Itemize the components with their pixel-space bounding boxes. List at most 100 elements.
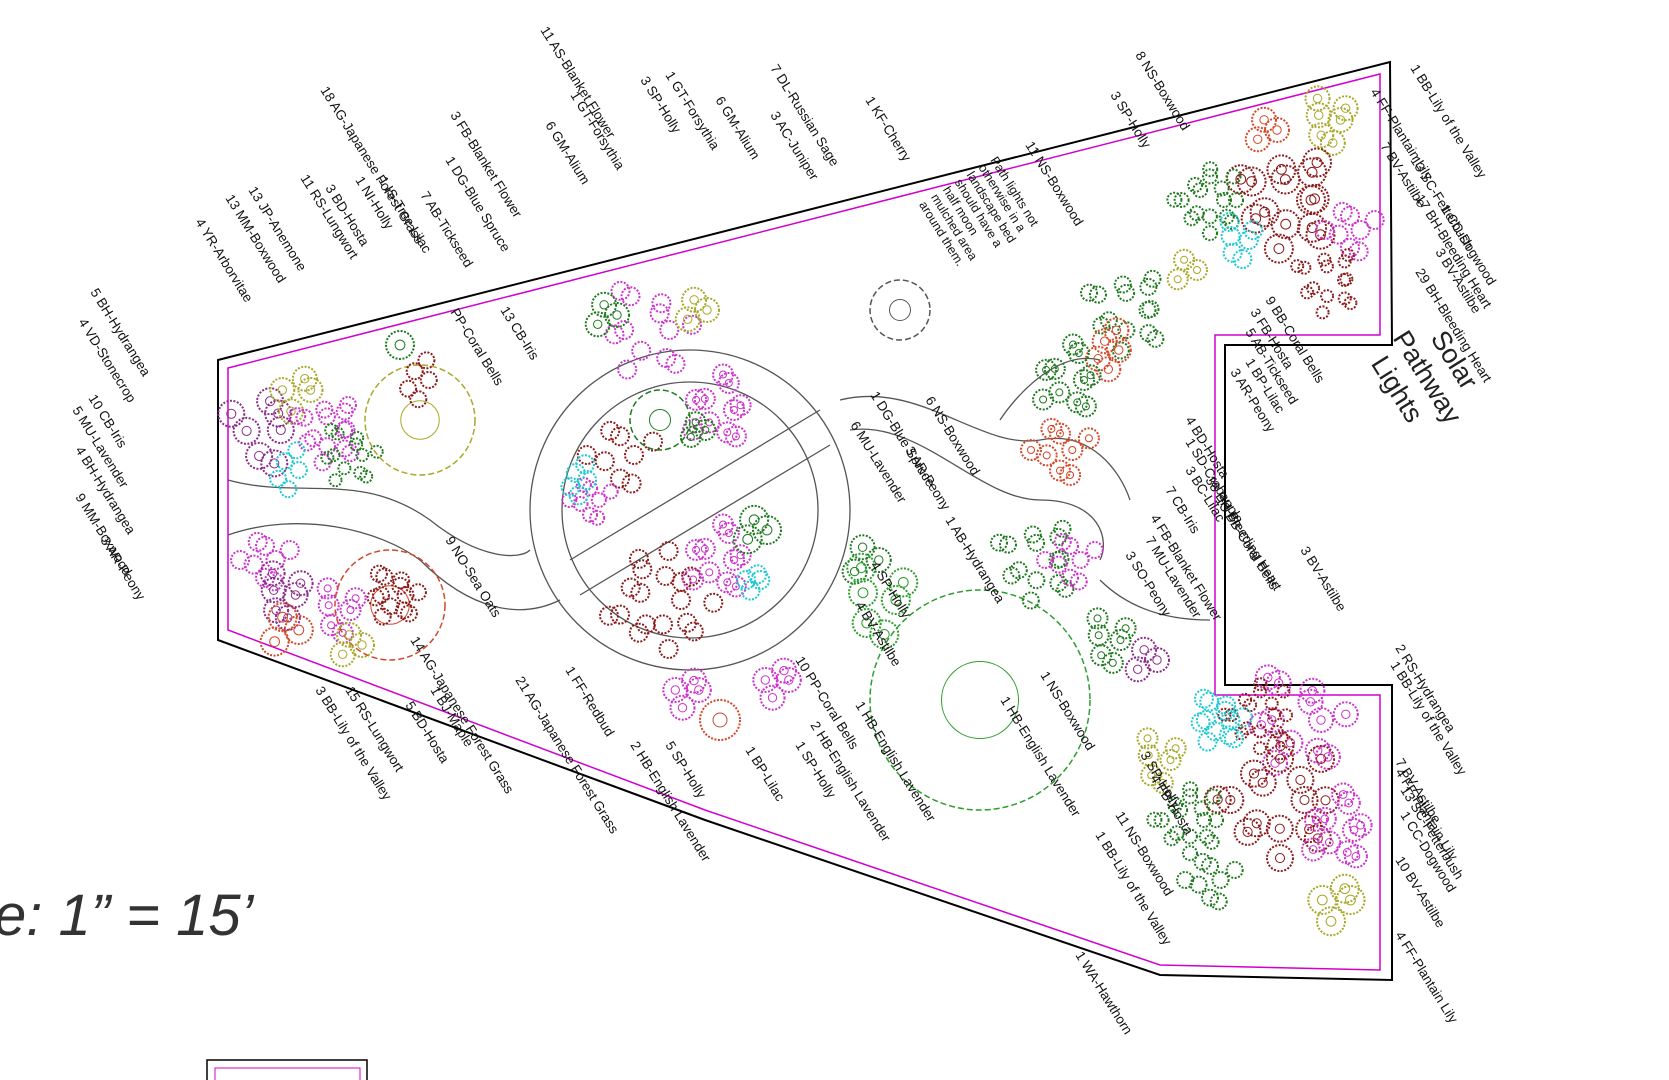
plant-symbol-433 <box>1164 737 1187 760</box>
plant-symbol-center-183 <box>760 675 770 685</box>
plant-symbol-center-298 <box>1042 451 1051 460</box>
plant-symbol-center-334 <box>1316 715 1326 725</box>
plant-symbol-356 <box>1243 698 1258 713</box>
plant-symbol-72 <box>334 549 446 661</box>
plant-symbol-17 <box>304 429 323 448</box>
plant-symbol-38 <box>330 426 345 441</box>
plant-symbol-center-217 <box>1306 166 1318 178</box>
plant-symbol-171 <box>739 504 770 535</box>
plant-symbol-332 <box>1124 656 1151 683</box>
plant-symbol-272 <box>1099 311 1118 330</box>
plant-symbol-324 <box>1085 541 1104 559</box>
plant-symbol-127 <box>629 389 691 451</box>
plant-symbol-center-383 <box>1248 768 1260 779</box>
plant-symbols <box>217 85 1385 937</box>
plant-symbol-center-326 <box>1108 658 1117 667</box>
plant-symbol-center-379 <box>1242 826 1253 837</box>
plant-symbol-98 <box>649 303 670 324</box>
plant-symbol-322 <box>1053 532 1072 551</box>
plant-symbol-164 <box>685 538 708 561</box>
plant-symbol-21 <box>317 407 336 426</box>
plant-symbol-center-68 <box>327 621 336 630</box>
plant-symbol-111 <box>600 420 621 441</box>
plant-symbol-145 <box>658 639 679 659</box>
plant-symbol-432 <box>1136 727 1159 750</box>
plant-symbol-154 <box>655 566 676 586</box>
plant-symbol-256 <box>1228 192 1244 209</box>
plant-symbol-122 <box>577 470 597 490</box>
plant-symbol-center-339 <box>1256 720 1267 730</box>
plant-symbol-366 <box>1197 731 1218 752</box>
plant-symbol-center-65 <box>277 611 289 623</box>
plant-symbol-40 <box>349 437 364 452</box>
plant-symbol-center-8 <box>286 406 296 416</box>
plant-symbol-196 <box>1327 107 1354 133</box>
plant-symbol-169 <box>752 515 782 545</box>
plant-symbol-center-195 <box>889 299 911 321</box>
plant-symbol-63 <box>283 615 314 645</box>
plant-symbol-128 <box>723 399 745 421</box>
plant-symbol-420 <box>1211 871 1230 889</box>
plant-symbol-208 <box>1270 209 1301 240</box>
plant-label: 13 CB-Iris <box>497 304 542 363</box>
plant-symbol-235 <box>1297 260 1312 275</box>
plant-symbol-center-401 <box>1325 915 1337 927</box>
plant-symbol-44 <box>409 390 428 409</box>
plant-symbol-center-335 <box>1323 752 1333 762</box>
plant-symbol-424 <box>1176 871 1195 889</box>
plant-symbol-274 <box>1089 285 1107 304</box>
plant-symbol-32 <box>353 465 368 480</box>
plant-symbol-center-71 <box>351 594 360 603</box>
plant-symbol-center-129 <box>731 432 740 441</box>
plant-symbol-center-137 <box>736 401 745 410</box>
plant-symbol-59 <box>263 597 290 624</box>
plant-symbol-405 <box>1203 833 1220 850</box>
plant-symbol-1 <box>260 449 289 478</box>
plant-symbol-center-166 <box>719 520 728 529</box>
plant-symbol-292 <box>1062 333 1085 356</box>
plant-symbol-117 <box>572 495 589 512</box>
plant-symbol-85 <box>349 632 375 658</box>
plant-symbol-365 <box>1205 721 1226 742</box>
plant-symbol-center-214 <box>1276 164 1287 175</box>
plant-symbol-189 <box>880 585 911 615</box>
plant-symbol-center-216 <box>1311 157 1323 168</box>
plant-symbol-241 <box>1216 192 1232 208</box>
plant-symbol-254 <box>1213 180 1230 197</box>
plant-symbol-center-300 <box>1047 424 1056 433</box>
plant-symbol-29 <box>287 441 306 460</box>
plant-symbol-398 <box>1336 791 1361 815</box>
plant-symbol-center-333 <box>1139 645 1149 655</box>
plant-symbol-24 <box>337 420 356 439</box>
plant-symbol-center-431 <box>1144 751 1153 760</box>
plant-symbol-center-210 <box>1250 213 1262 225</box>
plant-symbol-359 <box>1264 696 1279 711</box>
plant-symbol-center-215 <box>1279 174 1291 185</box>
plant-symbol-center-133 <box>692 395 701 404</box>
plant-symbol-288 <box>1048 381 1071 404</box>
plant-symbol-421 <box>1209 892 1228 911</box>
plant-symbol-center-140 <box>691 418 700 427</box>
plant-symbol-207 <box>1297 212 1328 243</box>
plant-symbol-361 <box>1279 708 1293 723</box>
walkways <box>227 349 1211 671</box>
plant-symbol-390 <box>1342 818 1366 842</box>
plant-symbol-428 <box>1159 749 1182 771</box>
plant-symbol-center-207 <box>1306 222 1318 234</box>
plant-symbol-144 <box>653 614 673 635</box>
plant-label: 1 WA-Hawthorn <box>1072 949 1135 1037</box>
plant-symbol-299 <box>1020 439 1042 461</box>
plant-symbol-133 <box>685 388 708 411</box>
plant-symbol-223 <box>1315 220 1336 240</box>
plant-symbol-417 <box>1193 800 1210 817</box>
plant-symbol-381 <box>1203 785 1232 814</box>
plant-symbol-center-396 <box>1320 814 1330 824</box>
plant-symbol-center-102 <box>599 300 609 310</box>
plant-symbol-182 <box>759 684 786 711</box>
plant-symbol-162 <box>698 561 721 584</box>
plant-symbol-278 <box>1139 277 1158 296</box>
plant-symbol-140 <box>684 411 707 434</box>
plant-symbol-118 <box>561 492 578 508</box>
plant-symbol-center-9 <box>277 385 287 395</box>
plant-symbol-33 <box>337 461 352 476</box>
